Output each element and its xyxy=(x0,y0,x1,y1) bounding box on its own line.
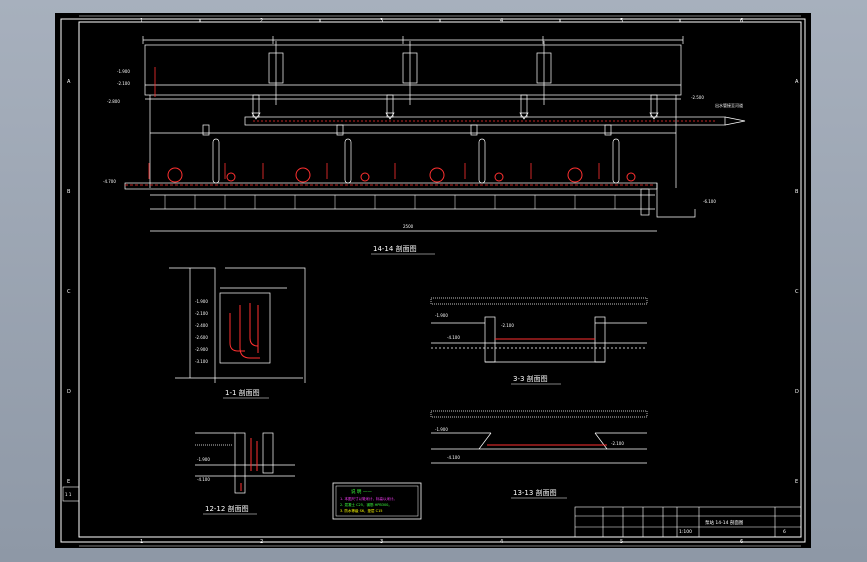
outer-border xyxy=(60,18,806,543)
elev-label: -1.900 xyxy=(195,299,208,304)
top-mark: 3 xyxy=(380,18,383,24)
section-1-view xyxy=(169,267,306,383)
elev-label: -2.100 xyxy=(611,441,624,446)
bottom-mark: 4 xyxy=(500,539,503,545)
elev-label: -2.100 xyxy=(501,323,514,328)
left-mark: D xyxy=(67,389,71,395)
drawing-scale: 1:100 xyxy=(679,529,692,535)
bottom-mark: 3 xyxy=(380,539,383,545)
section-3-view xyxy=(430,297,648,363)
view-title-main: 14-14 剖面图 xyxy=(373,244,417,253)
elev-label: -4.700 xyxy=(103,179,116,184)
bottom-mark: 1 xyxy=(140,539,143,545)
title-block xyxy=(574,506,802,538)
elev-label: -4.100 xyxy=(447,455,460,460)
cad-drawing-sheet: 1 2 3 4 5 6 1 2 3 4 5 6 A B C D E A B C … xyxy=(55,13,811,548)
elev-label: -2.600 xyxy=(195,335,208,340)
view-title-section-13: 13-13 剖面图 xyxy=(513,488,557,497)
main-bottom-dims xyxy=(164,195,616,209)
left-stamp: 1 1 xyxy=(65,492,72,497)
main-section-view xyxy=(124,36,746,232)
section-1-pipes xyxy=(229,303,260,359)
elev-label: -2.100 xyxy=(117,81,130,86)
top-mark: 2 xyxy=(260,18,263,24)
title-block-text: 泵站 14-14 剖面图 1:100 6 xyxy=(679,519,786,535)
bottom-mark: 6 xyxy=(740,539,743,545)
notes-line: 3. 防水等级 S6，垫层 C15 xyxy=(340,508,383,513)
section-1-labels: -1.900 -2.100 -2.400 -2.600 -2.900 -3.10… xyxy=(195,299,208,364)
elev-label: -3.100 xyxy=(195,359,208,364)
elev-label: -1.900 xyxy=(197,457,210,462)
section-12-rebar xyxy=(240,438,258,491)
notes-line: 2. 混凝土 C25，钢筋 HPB300。 xyxy=(340,502,392,507)
total-dimension: 2500 xyxy=(403,224,414,229)
main-labels: -1.900 -2.100 -2.800 -4.700 -2.500 -6.10… xyxy=(103,69,743,229)
right-mark: E xyxy=(795,479,798,485)
elev-label: -2.100 xyxy=(195,311,208,316)
elev-label: -4.100 xyxy=(447,335,460,340)
left-mark: C xyxy=(67,289,71,295)
right-mark: A xyxy=(795,79,799,85)
top-mark: 4 xyxy=(500,18,503,24)
notes-box: 说 明 —— 1. 本图尺寸以毫米计，标高以米计。 2. 混凝土 C25，钢筋 … xyxy=(332,482,422,520)
top-mark: 6 xyxy=(740,18,743,24)
section-3-labels: -1.900 -2.100 -4.100 xyxy=(435,313,514,340)
left-mark: E xyxy=(67,479,70,485)
right-mark: B xyxy=(795,189,799,195)
top-mark: 5 xyxy=(620,18,623,24)
left-mark: A xyxy=(67,79,71,85)
elev-label: -4.100 xyxy=(197,477,210,482)
left-mark: B xyxy=(67,189,71,195)
bottom-mark: 2 xyxy=(260,539,263,545)
view-title-section-12: 12-12 剖面图 xyxy=(205,504,249,513)
section-12-view xyxy=(195,432,295,494)
zone-marks: 1 2 3 4 5 6 1 2 3 4 5 6 A B C D E A B C … xyxy=(67,18,799,545)
view-title-section-1: 1-1 剖面图 xyxy=(225,388,260,397)
right-mark: C xyxy=(795,289,799,295)
elev-label: -2.800 xyxy=(107,99,120,104)
main-rebar-lines xyxy=(125,67,715,186)
sheet-number: 6 xyxy=(783,529,786,535)
drawing-canvas: 1 2 3 4 5 6 1 2 3 4 5 6 A B C D E A B C … xyxy=(60,15,806,547)
pipe-note: 出水管接至河道 xyxy=(715,102,743,108)
elev-label: -1.900 xyxy=(435,313,448,318)
elev-label: -2.500 xyxy=(691,95,704,100)
drawing-name: 泵站 14-14 剖面图 xyxy=(705,519,744,526)
bottom-mark: 5 xyxy=(620,539,623,545)
elev-label: -6.100 xyxy=(703,199,716,204)
section-12-labels: -1.900 -4.100 xyxy=(197,457,210,482)
main-pipe-circles xyxy=(167,167,636,183)
section-13-view xyxy=(430,410,648,464)
top-mark: 1 xyxy=(140,18,143,24)
elev-label: -1.900 xyxy=(117,69,130,74)
elev-label: -1.900 xyxy=(435,427,448,432)
elev-label: -2.400 xyxy=(195,323,208,328)
notes-line: 1. 本图尺寸以毫米计，标高以米计。 xyxy=(340,496,397,501)
view-title-section-3: 3-3 剖面图 xyxy=(513,374,548,383)
notes-heading: 说 明 —— xyxy=(351,488,372,495)
elev-label: -2.900 xyxy=(195,347,208,352)
right-mark: D xyxy=(795,389,799,395)
section-13-labels: -1.900 -2.100 -4.100 xyxy=(435,427,624,460)
